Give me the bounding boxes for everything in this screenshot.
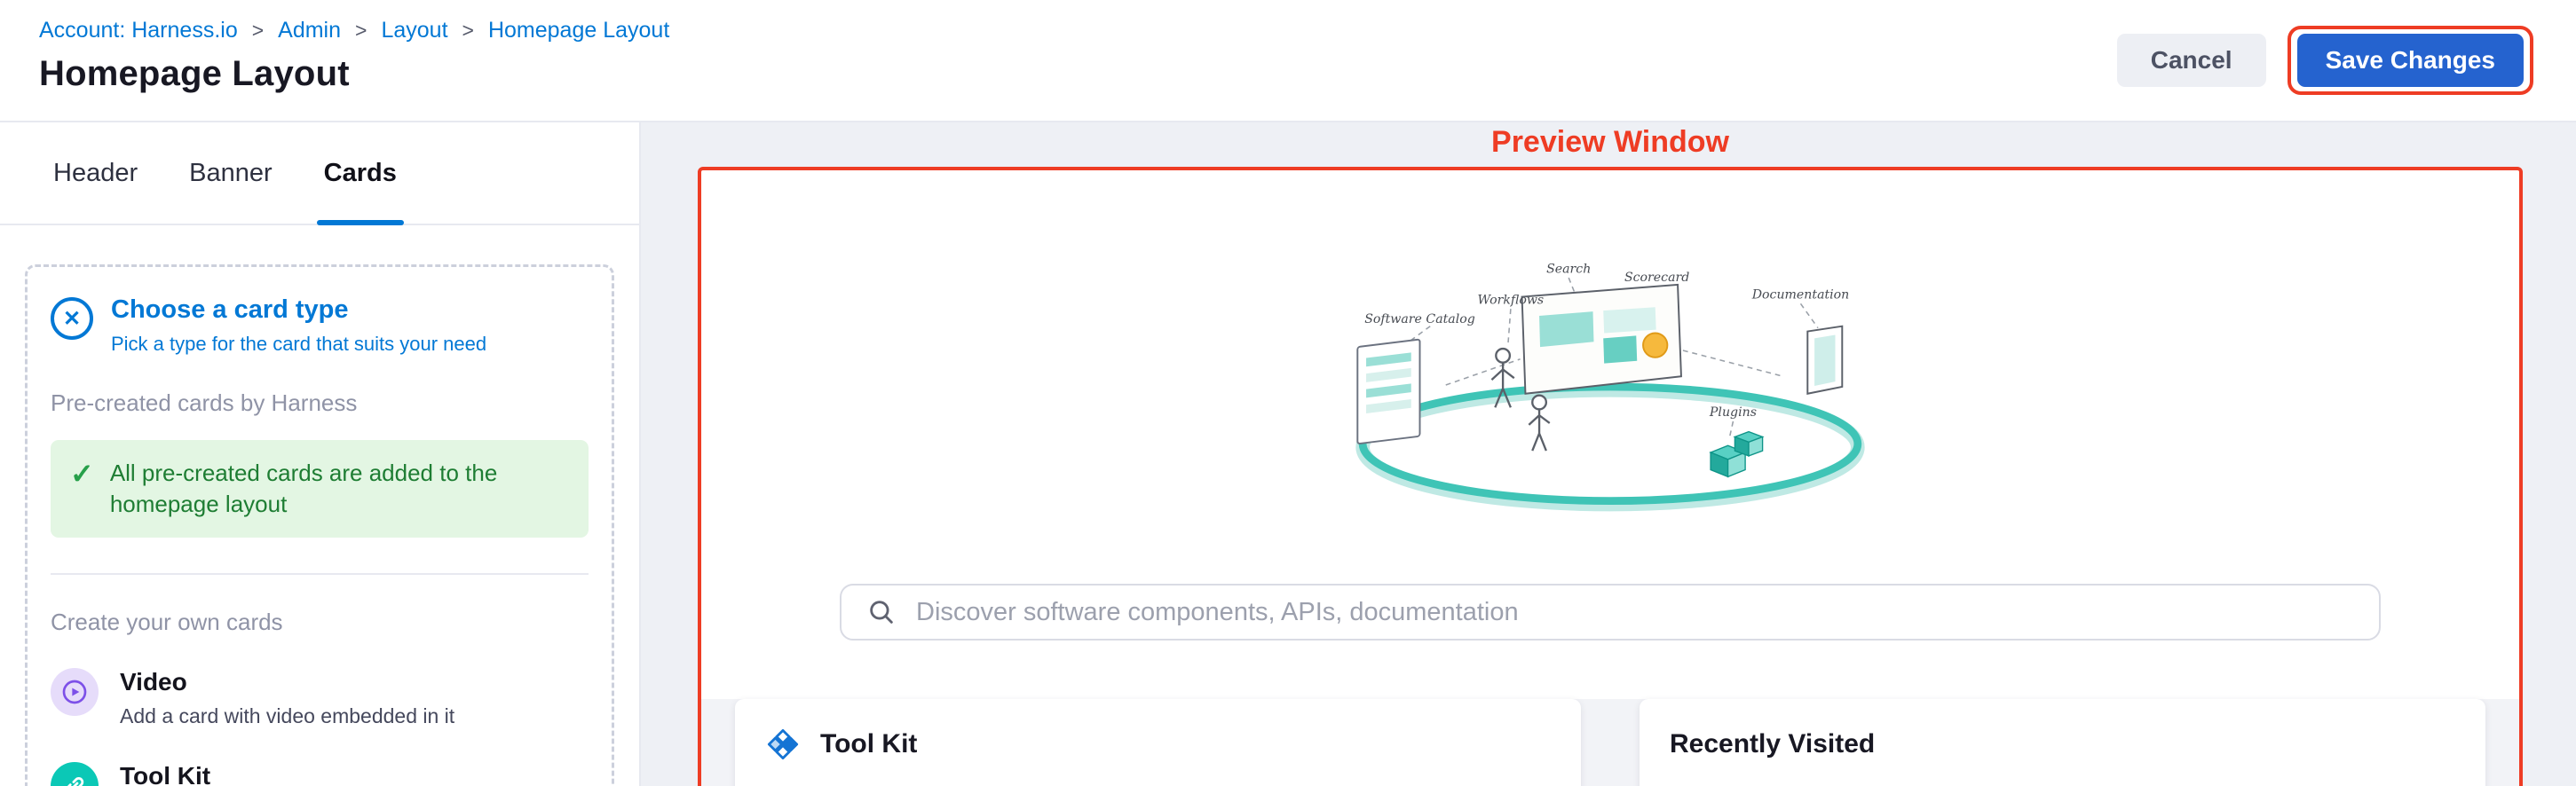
link-icon: [51, 761, 99, 786]
save-button-annotation-ring: Save Changes: [2287, 26, 2533, 95]
cancel-button[interactable]: Cancel: [2116, 34, 2266, 87]
page-title: Homepage Layout: [39, 54, 350, 93]
choose-card-type-panel: ✕ Choose a card type Pick a type for the…: [25, 264, 614, 786]
search-input[interactable]: [914, 596, 2354, 628]
panel-header: ✕ Choose a card type Pick a type for the…: [51, 295, 589, 356]
preview-window-annotation-rect: Software Catalog Workflows Search Scorec…: [698, 167, 2523, 786]
panel-title: Choose a card type: [111, 295, 349, 324]
illustration-label-software-catalog: Software Catalog: [1364, 312, 1475, 326]
top-bar-actions: Cancel Save Changes: [2116, 0, 2533, 121]
idp-overview-illustration: Software Catalog Workflows Search Scorec…: [1355, 262, 1865, 512]
check-icon: ✓: [70, 458, 94, 490]
card-option-toolkit[interactable]: Tool Kit Create your own Tool Kit card f…: [51, 761, 589, 786]
illustration-label-documentation: Documentation: [1751, 288, 1850, 303]
breadcrumb-separator: >: [251, 19, 265, 42]
breadcrumb-separator: >: [462, 19, 474, 42]
search-icon: [866, 597, 897, 627]
video-option-name: Video: [120, 668, 187, 696]
illustration-label-scorecard: Scorecard: [1624, 271, 1689, 285]
tab-cards[interactable]: Cards: [316, 122, 405, 225]
card-option-video[interactable]: Video Add a card with video embedded in …: [51, 668, 589, 729]
precreated-cards-heading: Pre-created cards by Harness: [51, 389, 358, 416]
preview-window-annotation-label: Preview Window: [1491, 125, 1729, 159]
video-play-icon: [51, 668, 99, 717]
preview-area: Preview Window: [641, 122, 2576, 786]
recently-visited-card-title: Recently Visited: [1670, 729, 1876, 758]
toolkit-card[interactable]: Tool Kit: [735, 699, 1581, 786]
toolkit-option-text: Tool Kit Create your own Tool Kit card f…: [120, 762, 589, 786]
recently-visited-card[interactable]: Recently Visited DEMO DATA: [1640, 699, 2485, 786]
homepage-preview-window: Software Catalog Workflows Search Scorec…: [701, 170, 2519, 786]
top-bar: Account: Harness.io > Admin > Layout > H…: [0, 0, 2576, 122]
layout-tabs: Header Banner Cards: [0, 122, 639, 225]
tab-banner[interactable]: Banner: [189, 158, 273, 187]
tab-header[interactable]: Header: [53, 158, 138, 187]
precreated-status-text: All pre-created cards are added to the h…: [109, 460, 498, 518]
breadcrumb: Account: Harness.io > Admin > Layout > H…: [39, 18, 669, 43]
breadcrumb-link-account[interactable]: Account: Harness.io: [39, 18, 238, 43]
toolkit-diamond-icon: [765, 727, 801, 766]
preview-cards-row: Tool Kit Recently Visited DEMO DATA: [701, 699, 2519, 786]
panel-header-text: Choose a card type Pick a type for the c…: [111, 295, 486, 356]
create-cards-heading: Create your own cards: [51, 609, 283, 636]
breadcrumb-link-homepage-layout[interactable]: Homepage Layout: [487, 18, 670, 43]
video-option-description: Add a card with video embedded in it: [120, 704, 455, 728]
content-area: Header Banner Cards ✕ Choose a card type…: [0, 122, 2576, 786]
breadcrumb-link-admin[interactable]: Admin: [278, 18, 342, 43]
illustration-label-search: Search: [1546, 262, 1591, 276]
panel-divider: [51, 573, 589, 576]
video-option-text: Video Add a card with video embedded in …: [120, 668, 454, 729]
preview-search-bar: [840, 584, 2381, 641]
breadcrumb-separator: >: [355, 19, 367, 42]
save-changes-button[interactable]: Save Changes: [2296, 34, 2524, 87]
panel-subtitle: Pick a type for the card that suits your…: [111, 333, 487, 355]
illustration-label-plugins: Plugins: [1709, 405, 1757, 420]
breadcrumb-link-layout[interactable]: Layout: [381, 18, 448, 43]
layout-config-sidebar: Header Banner Cards ✕ Choose a card type…: [0, 122, 641, 786]
toolkit-card-title: Tool Kit: [820, 729, 918, 758]
illustration-label-workflows: Workflows: [1478, 293, 1545, 307]
precreated-status-box: ✓ All pre-created cards are added to the…: [51, 440, 589, 538]
close-circle-icon[interactable]: ✕: [51, 297, 93, 340]
top-bar-left: Account: Harness.io > Admin > Layout > H…: [39, 0, 669, 121]
toolkit-option-name: Tool Kit: [120, 761, 211, 786]
